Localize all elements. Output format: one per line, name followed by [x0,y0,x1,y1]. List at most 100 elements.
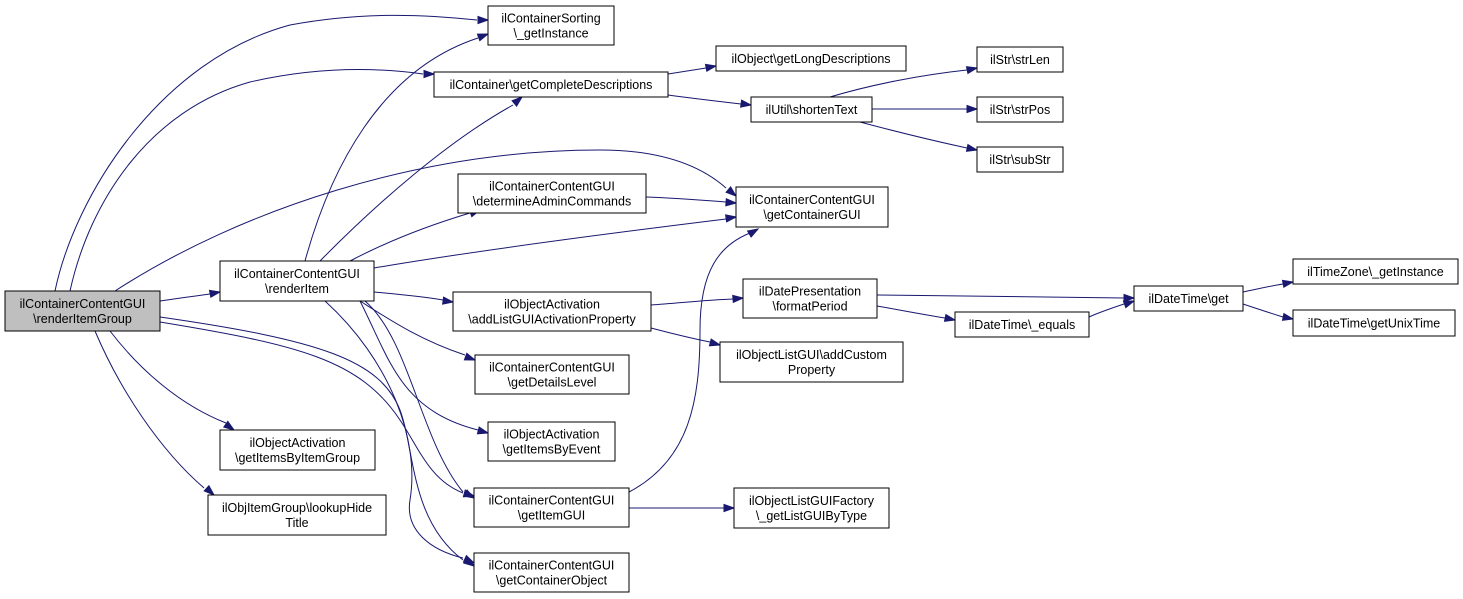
node-label: ilObjectActivation [504,428,600,442]
edge-renderItem-to-getContainerObject [324,300,476,564]
node-box [1133,285,1244,312]
edge-line [667,94,742,105]
node-label: \getItemGUI [518,509,585,523]
node-equals[interactable]: ilDateTime\_equals [954,311,1090,338]
node-tzGetInstance[interactable]: ilTimeZone\_getInstance [1292,258,1459,285]
edge-line [159,293,211,302]
node-label: ilContainerContentGUI [234,267,360,281]
node-getItemGUI[interactable]: ilContainerContentGUI\getItemGUI [473,487,630,528]
node-getDetailsLevel[interactable]: ilContainerContentGUI\getDetailsLevel [474,354,630,395]
node-label: ilStr\strLen [990,53,1050,67]
edge-root-to-sortingGetInstance [54,14,490,292]
edge-equals-to-dtGet [1088,300,1136,318]
node-addListGUIActivationProperty[interactable]: ilObjectActivation\addListGUIActivationP… [452,291,652,332]
node-label: ilStr\strPos [990,103,1050,117]
edge-determineAdminCommands-to-getContainerGUI [645,196,738,207]
arrowhead [423,69,436,79]
node-strLen[interactable]: ilStr\strLen [976,46,1064,73]
node-box [433,71,669,98]
node-subStr[interactable]: ilStr\subStr [976,146,1064,173]
node-renderItem[interactable]: ilContainerContentGUI\renderItem [219,260,375,302]
node-label: \getContainerGUI [763,208,860,222]
arrowhead [476,426,490,435]
node-getContainerGUI[interactable]: ilContainerContentGUI\getContainerGUI [735,186,889,228]
edge-renderItem-to-getItemGUI [364,300,476,499]
edge-renderItem-to-addListGUIActivationProperty [373,291,455,305]
node-getLongDescriptions[interactable]: ilObject\getLongDescriptions [715,45,907,72]
node-label: ilContainerContentGUI [489,494,615,508]
edge-line [373,218,727,269]
node-getUnixTime[interactable]: ilDateTime\getUnixTime [1292,309,1456,337]
edge-line [373,291,444,301]
node-label: ilContainerContentGUI [489,559,615,573]
node-getContainerObject[interactable]: ilContainerContentGUI\getContainerObject [473,552,630,593]
node-label: ilStr\subStr [989,153,1050,167]
edge-line [349,212,471,262]
node-label: \renderItem [265,282,329,296]
node-box [473,552,630,593]
node-root[interactable]: ilContainerContentGUI\renderItemGroup [4,290,161,332]
node-label: ilDateTime\_equals [969,318,1076,332]
arrowhead [462,489,476,499]
arrowhead [943,313,957,322]
edge-line [94,330,205,489]
node-box [719,341,904,383]
node-box [715,45,907,72]
node-label: ilTimeZone\_getInstance [1307,265,1443,279]
arrowhead [442,296,455,305]
edge-line [667,67,707,75]
node-label: \getContainerObject [496,574,608,588]
node-getCompleteDescriptions[interactable]: ilContainer\getCompleteDescriptions [433,71,669,98]
arrowhead [966,104,979,114]
node-formatPeriod[interactable]: ilDatePresentation\formatPeriod [742,278,878,319]
edge-line [364,300,464,493]
edge-renderItem-to-getCompleteDescriptions [319,96,524,262]
arrowhead [725,214,738,223]
arrowhead [732,294,745,304]
edge-getCompleteDescriptions-to-getLongDescriptions [667,63,718,75]
node-box [742,278,878,319]
arrowhead [965,143,979,152]
arrowhead [1123,293,1136,303]
node-label: \_getInstance [513,27,588,41]
node-label: ilDatePresentation [759,285,861,299]
edge-line [324,300,464,559]
edge-getItemGUI-to-getContainerGUI [628,228,760,493]
node-box [487,421,616,462]
node-label: ilDateTime\get [1148,292,1229,306]
edge-line [114,149,727,292]
node-strPos[interactable]: ilStr\strPos [976,96,1064,123]
edge-renderItem-to-determineAdminCommands [349,209,482,262]
node-label: ilContainer\getCompleteDescriptions [450,78,653,92]
nodes-layer: ilContainerContentGUI\renderItemGroupilC… [4,5,1459,593]
node-determineAdminCommands[interactable]: ilContainerContentGUI\determineAdminComm… [457,173,647,214]
node-label: ilContainerContentGUI [489,180,615,194]
edge-shortenText-to-strLen [829,66,979,98]
node-getListGUIByType[interactable]: ilObjectListGUIFactory\_getListGUIByType [733,487,890,529]
edge-line [650,298,734,306]
node-label: \renderItemGroup [33,312,132,326]
node-sortingGetInstance[interactable]: ilContainerSorting\_getInstance [487,5,615,46]
node-getItemsByItemGroup[interactable]: ilObjectActivation\getItemsByItemGroup [219,429,376,471]
edge-line [1088,303,1125,318]
node-box [4,290,161,332]
node-dtGet[interactable]: ilDateTime\get [1133,285,1244,312]
node-shortenText[interactable]: ilUtil\shortenText [750,96,873,123]
node-box [750,96,873,123]
node-label: ilDateTime\getUnixTime [1308,317,1440,331]
arrowhead [723,503,736,513]
node-box [733,487,890,529]
node-box [452,291,652,332]
node-label: ilObjectActivation [250,436,346,450]
node-label: Property [788,363,836,377]
node-label: ilContainerContentGUI [489,361,615,375]
node-box [487,5,615,46]
arrowhead [463,352,477,361]
edge-getItemGUI-to-getListGUIByType [629,503,736,513]
edge-line [1242,303,1284,318]
node-getItemsByEvent[interactable]: ilObjectActivation\getItemsByEvent [487,421,616,462]
edge-line [359,300,466,356]
